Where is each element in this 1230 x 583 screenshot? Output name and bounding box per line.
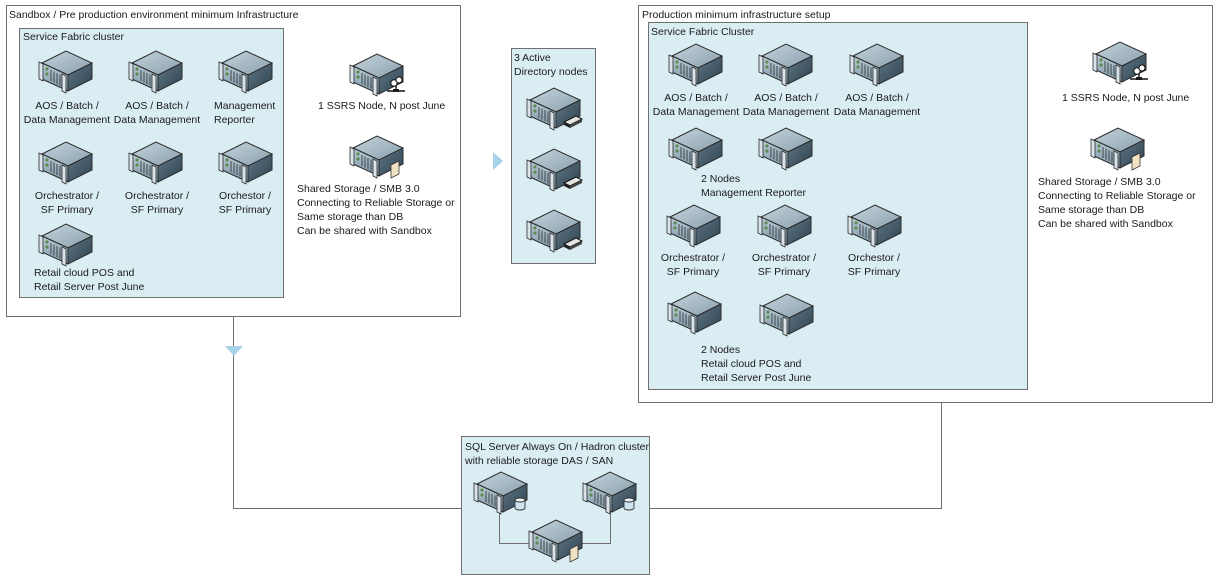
management-reporter-label: 2 Nodes Management Reporter bbox=[701, 173, 807, 199]
server-icon bbox=[36, 138, 96, 185]
cluster-link bbox=[610, 510, 611, 543]
node-label: AOS / Batch /Data Management bbox=[23, 100, 111, 126]
storage-description: Shared Storage / SMB 3.0 Connecting to R… bbox=[297, 183, 455, 237]
server-icon bbox=[755, 201, 815, 248]
production-cluster-title: Service Fabric Cluster bbox=[651, 26, 755, 38]
reporting-server-icon bbox=[1090, 38, 1150, 85]
arrow-down-icon bbox=[225, 346, 243, 356]
cluster-link bbox=[499, 510, 500, 543]
node-label: AOS / Batch /Data Management bbox=[833, 92, 921, 118]
database-server-icon bbox=[580, 468, 640, 515]
server-icon bbox=[847, 40, 907, 87]
sql-cluster-title: SQL Server Always On / Hadron cluster wi… bbox=[465, 441, 650, 467]
server-icon bbox=[216, 47, 276, 94]
ssrs-label: 1 SSRS Node, N post June bbox=[318, 100, 446, 112]
server-icon bbox=[756, 124, 816, 171]
server-icon bbox=[666, 124, 726, 171]
server-icon bbox=[757, 290, 817, 337]
sandbox-cluster-title: Service Fabric cluster bbox=[23, 31, 124, 43]
server-icon bbox=[126, 47, 186, 94]
active-directory-title: 3 Active Directory nodes bbox=[514, 52, 588, 78]
node-label: Orchestrator /SF Primary bbox=[124, 190, 190, 216]
server-icon bbox=[845, 201, 905, 248]
database-server-icon bbox=[471, 468, 531, 515]
node-label: AOS / Batch /Data Management bbox=[652, 92, 740, 118]
cluster-link bbox=[499, 543, 529, 544]
sandbox-title: Sandbox / Pre production environment min… bbox=[9, 9, 299, 21]
retail-group-label: 2 Nodes Retail cloud POS and Retail Serv… bbox=[701, 344, 812, 384]
server-icon bbox=[664, 201, 724, 248]
node-label: AOS / Batch /Data Management bbox=[113, 100, 201, 126]
storage-description: Shared Storage / SMB 3.0 Connecting to R… bbox=[1038, 176, 1196, 230]
connector-line bbox=[233, 508, 462, 509]
storage-server-icon bbox=[526, 516, 586, 563]
node-label: Orchestor /SF Primary bbox=[218, 190, 272, 216]
server-icon bbox=[126, 138, 186, 185]
directory-server-icon bbox=[524, 145, 584, 192]
production-title: Production minimum infrastructure setup bbox=[642, 9, 831, 21]
node-label: AOS / Batch /Data Management bbox=[742, 92, 830, 118]
server-icon bbox=[36, 47, 96, 94]
connector-line bbox=[649, 508, 942, 509]
connector-line bbox=[941, 403, 942, 509]
storage-server-icon bbox=[347, 132, 407, 179]
server-icon bbox=[36, 220, 96, 267]
server-icon bbox=[666, 40, 726, 87]
connector-line bbox=[233, 317, 234, 509]
production-service-fabric-cluster bbox=[648, 22, 1028, 390]
directory-server-icon bbox=[524, 84, 584, 131]
directory-server-icon bbox=[524, 206, 584, 253]
storage-server-icon bbox=[1088, 124, 1148, 171]
arrow-right-icon bbox=[493, 152, 503, 170]
node-label: Orchestrator /SF Primary bbox=[751, 252, 817, 278]
cluster-link bbox=[582, 543, 611, 544]
server-icon bbox=[665, 288, 725, 335]
node-label: Orchestrator /SF Primary bbox=[34, 190, 100, 216]
node-label: Orchestrator /SF Primary bbox=[660, 252, 726, 278]
reporting-server-icon bbox=[347, 50, 407, 97]
server-icon bbox=[756, 40, 816, 87]
node-label: Orchestor /SF Primary bbox=[847, 252, 901, 278]
ssrs-label: 1 SSRS Node, N post June bbox=[1062, 92, 1190, 104]
server-icon bbox=[216, 138, 276, 185]
